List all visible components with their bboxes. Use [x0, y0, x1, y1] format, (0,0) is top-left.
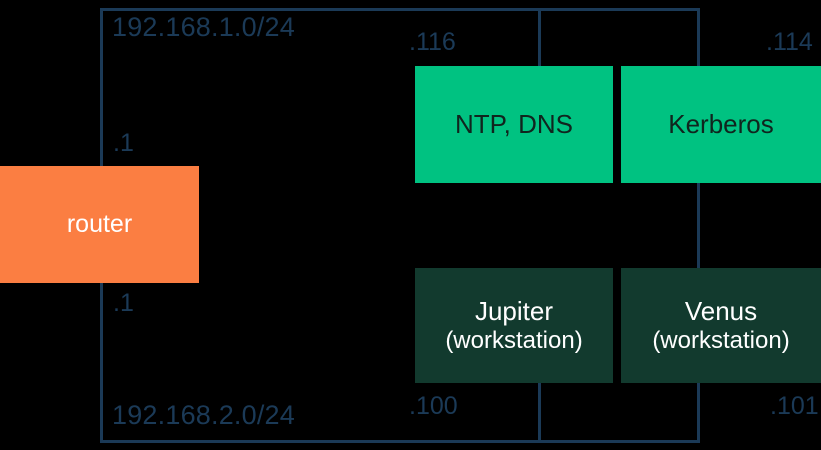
kerberos-address-label: .114 — [766, 28, 813, 56]
ntp-dns-address-label: .116 — [409, 28, 456, 56]
node-ntp-dns[interactable]: NTP, DNS — [415, 66, 613, 183]
jupiter-address-label: .100 — [409, 392, 458, 420]
node-router-label: router — [66, 209, 133, 238]
connector-jupiter — [538, 383, 541, 443]
connector-ntp-dns — [538, 8, 541, 68]
node-ntp-dns-label: NTP, DNS — [455, 109, 573, 140]
subnet-right-boundary-upper — [697, 8, 700, 68]
subnet-right-boundary-lower — [697, 383, 700, 443]
node-router[interactable]: router — [0, 166, 199, 283]
node-kerberos-label: Kerberos — [668, 109, 774, 140]
node-venus-label: Venus — [684, 296, 758, 326]
subnet-lower-label: 192.168.2.0/24 — [112, 400, 295, 430]
subnet-upper-label: 192.168.1.0/24 — [112, 12, 295, 42]
node-kerberos[interactable]: Kerberos — [621, 66, 821, 183]
subnet-upper-bus-line — [100, 8, 700, 11]
router-address-lower-label: .1 — [113, 289, 134, 317]
router-address-upper-label: .1 — [113, 129, 134, 157]
venus-address-label: .101 — [770, 392, 819, 420]
node-venus-sublabel: (workstation) — [652, 326, 790, 354]
node-jupiter-sublabel: (workstation) — [445, 326, 583, 354]
subnet-right-boundary-middle — [697, 183, 700, 270]
node-jupiter[interactable]: Jupiter (workstation) — [415, 268, 613, 383]
node-jupiter-label: Jupiter — [474, 296, 554, 326]
subnet-lower-bus-line — [100, 440, 700, 443]
node-venus[interactable]: Venus (workstation) — [621, 268, 821, 383]
